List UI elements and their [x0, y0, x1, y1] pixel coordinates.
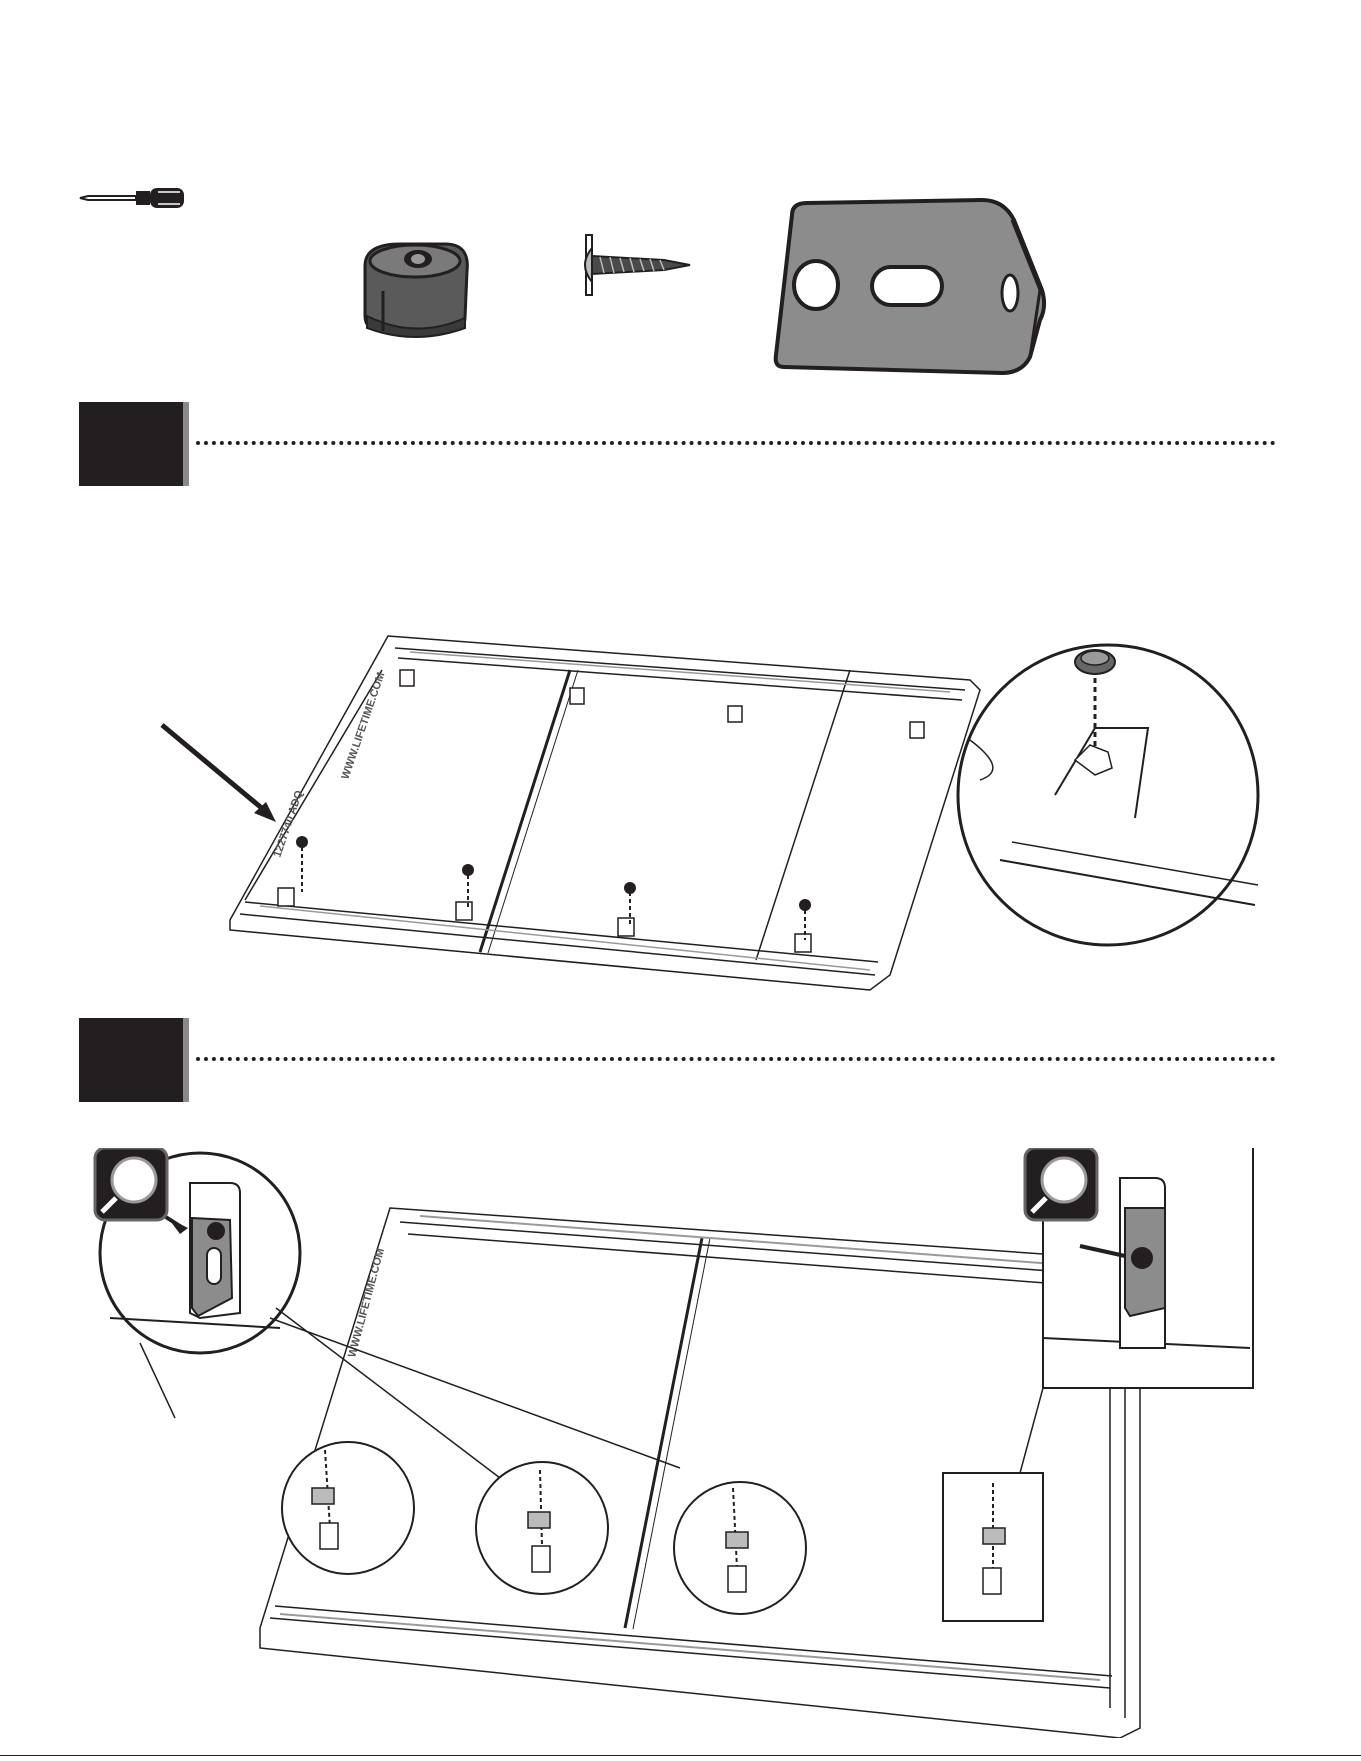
detail-circle: [282, 1442, 414, 1574]
step-divider: [196, 1057, 1276, 1061]
screwdriver-icon: [78, 186, 188, 210]
arrow-icon: [162, 725, 270, 815]
step-divider: [196, 441, 1276, 445]
bushing-icon: [355, 236, 475, 346]
step1-illustration: WWW.LIFETIME.COM 1227740 ADQ: [150, 630, 1260, 1030]
bracket-icon: [772, 195, 1052, 380]
step-number-block: [79, 402, 183, 486]
page-footer-rule: [0, 1755, 1361, 1756]
step-number-block: [79, 1018, 183, 1102]
step2-illustration: WWW.LIFETIME.COM 1227740 ADQ: [80, 1148, 1260, 1738]
screw-icon: [572, 230, 692, 300]
